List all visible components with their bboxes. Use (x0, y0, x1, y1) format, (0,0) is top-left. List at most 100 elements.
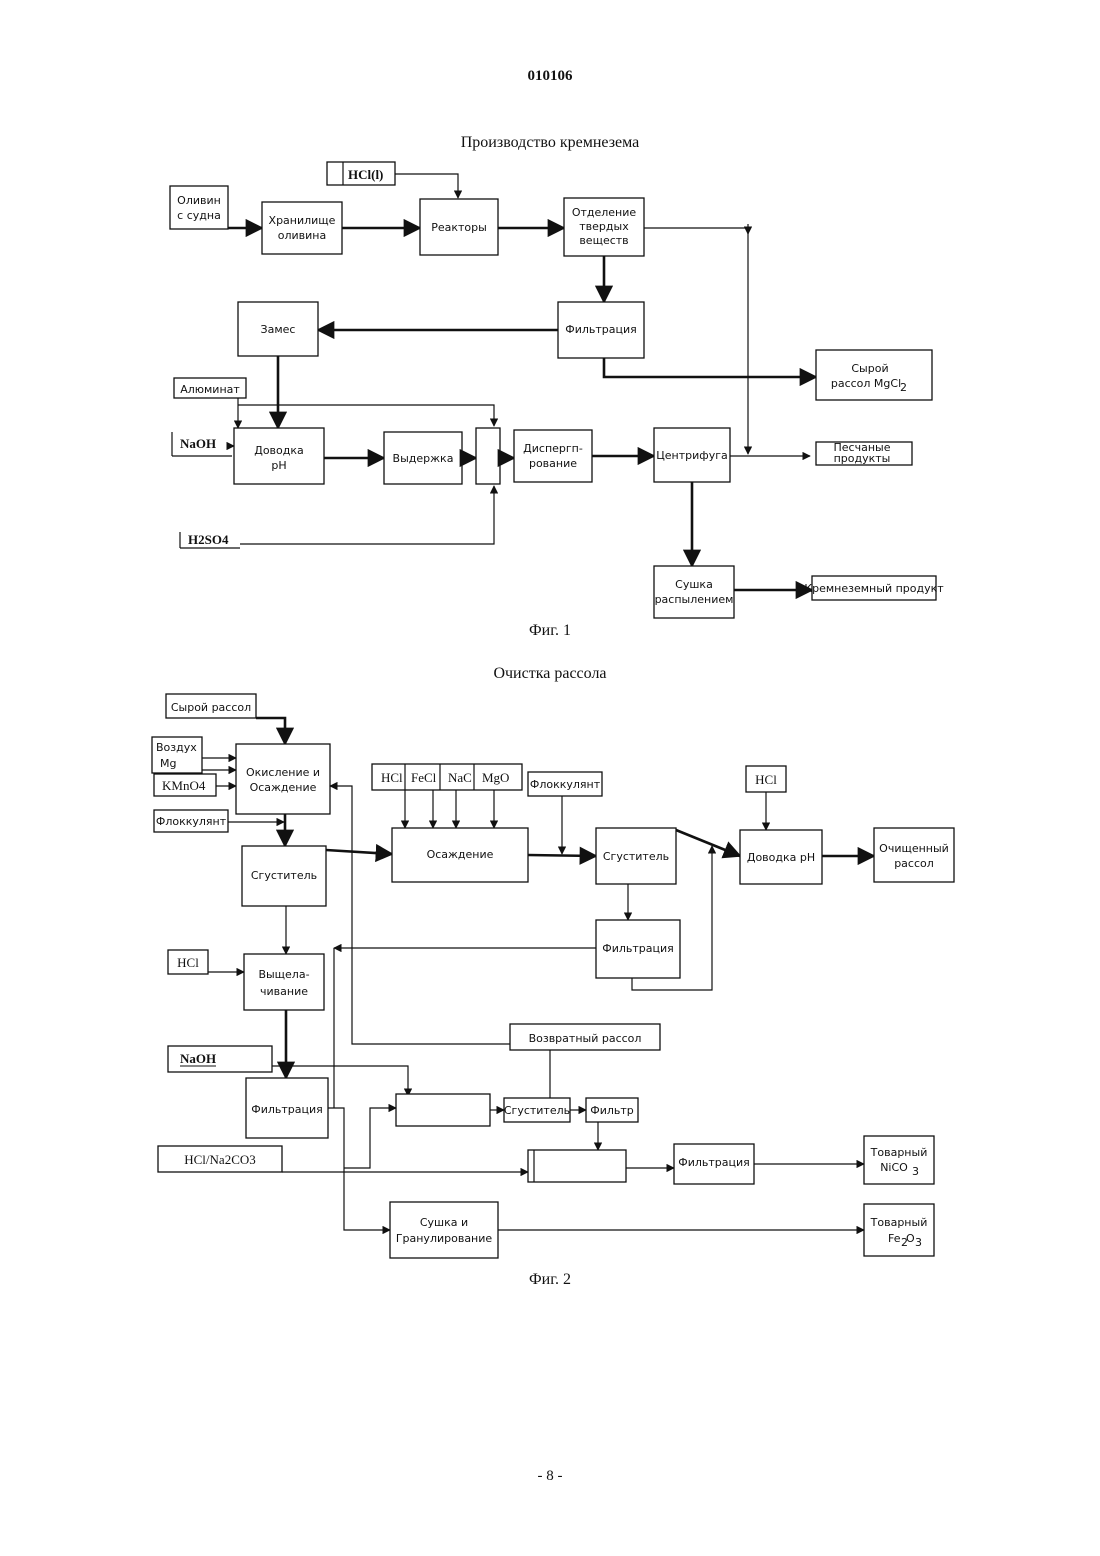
svg-text:продукты: продукты (834, 452, 891, 465)
figure-2-diagram: Сырой рассол Воздух Mg KMnO4 Флоккулянт … (152, 694, 954, 1258)
fig1-filtration-box: Фильтрация (558, 302, 644, 358)
svg-text:Сырой: Сырой (851, 362, 888, 375)
fig2-hcl-top-input: HCl (746, 766, 786, 792)
svg-text:Диспергп-: Диспергп- (523, 442, 583, 455)
fig2-filtration-right-box: Фильтрация (674, 1144, 754, 1184)
svg-text:Сушка и: Сушка и (420, 1216, 468, 1229)
svg-text:Алюминат: Алюминат (180, 383, 240, 396)
fig2-ph-adjust-box: Доводка pH (740, 830, 822, 884)
fig1-solids-separation-box: Отделение твердых веществ (564, 198, 644, 256)
svg-text:MgO: MgO (482, 770, 509, 785)
svg-text:Фильтрация: Фильтрация (565, 323, 637, 336)
fig2-filter-small-box: Фильтр (586, 1098, 638, 1122)
fig1-dispersion-box: Диспергп- рование (514, 430, 592, 482)
fig1-centrifuge-box: Центрифуга (654, 428, 730, 482)
fig1-mixer-node (476, 428, 500, 484)
svg-text:Сгуститель: Сгуститель (603, 850, 669, 863)
svg-text:Доводка pH: Доводка pH (747, 851, 815, 864)
svg-text:чивание: чивание (260, 985, 308, 998)
fig2-naoh-input: NaOH (168, 1046, 272, 1072)
fig1-mixing-box: Замес (238, 302, 318, 356)
svg-text:NaOH: NaOH (180, 436, 216, 451)
fig1-raw-brine-box: Сырой рассол MgCl 2 (816, 350, 932, 400)
svg-text:Хранилище: Хранилище (269, 214, 336, 227)
svg-text:Оливин: Оливин (177, 194, 221, 207)
svg-text:веществ: веществ (579, 234, 628, 247)
fig2-filtration-mid-box: Фильтрация (596, 920, 680, 978)
svg-text:HCl: HCl (755, 772, 777, 787)
svg-text:Гранулирование: Гранулирование (396, 1232, 493, 1245)
svg-text:HCl(l): HCl(l) (348, 167, 383, 182)
fig2-purified-brine-box: Очищенный рассол (874, 828, 954, 882)
fig1-naoh-input: NaOH (172, 432, 232, 456)
svg-text:3: 3 (915, 1236, 922, 1249)
fig2-flocculant-top-input: Флоккулянт (528, 772, 602, 796)
fig2-raw-brine-input: Сырой рассол (166, 694, 256, 718)
svg-text:Кремнеземный продукт: Кремнеземный продукт (804, 582, 944, 595)
figure-1-diagram: HCl(l) Оливин с судна Хранилище оливина … (170, 162, 944, 618)
svg-text:Замес: Замес (261, 323, 296, 336)
fig2-oxidation-box: Окисление и Осаждение (236, 744, 330, 814)
svg-text:Mg: Mg (160, 757, 176, 770)
fig1-hcl-input: HCl(l) (327, 162, 395, 185)
svg-text:HCl: HCl (177, 955, 199, 970)
svg-text:оливина: оливина (278, 229, 326, 242)
fig1-spray-drying-box: Сушка распылением (654, 566, 734, 618)
svg-text:Осаждение: Осаждение (427, 848, 494, 861)
fig2-reagent-group-input: HCl FeCl NaC MgO (372, 764, 522, 790)
svg-text:Отделение: Отделение (572, 206, 637, 219)
svg-text:Выщела-: Выщела- (258, 968, 309, 981)
fig2-hcl-left-input: HCl (168, 950, 208, 974)
svg-text:Сушка: Сушка (675, 578, 713, 591)
svg-text:Сгуститель: Сгуститель (504, 1104, 570, 1117)
svg-text:с судна: с судна (177, 209, 221, 222)
fig1-aging-box: Выдержка (384, 432, 462, 484)
svg-text:Фильтр: Фильтр (590, 1104, 634, 1117)
svg-text:NiCO: NiCO (880, 1161, 908, 1174)
svg-text:Реакторы: Реакторы (431, 221, 487, 234)
fig2-leaching-box: Выщела- чивание (244, 954, 324, 1010)
svg-text:рассол MgCl: рассол MgCl (831, 377, 901, 390)
svg-text:распылением: распылением (655, 593, 734, 606)
svg-text:NaOH: NaOH (180, 1051, 216, 1066)
svg-text:Возвратный рассол: Возвратный рассол (529, 1032, 642, 1045)
svg-text:H2SO4: H2SO4 (188, 532, 229, 547)
fig1-h2so4-input: H2SO4 (180, 532, 240, 548)
svg-text:HCl: HCl (381, 770, 403, 785)
svg-text:Воздух: Воздух (156, 741, 197, 754)
fig1-aluminate-input: Алюминат (174, 378, 246, 398)
svg-text:Фильтрация: Фильтрация (678, 1156, 750, 1169)
svg-text:Флоккулянт: Флоккулянт (156, 815, 227, 828)
svg-text:Доводка: Доводка (254, 444, 304, 457)
svg-text:Очищенный: Очищенный (879, 842, 949, 855)
svg-text:твердых: твердых (579, 220, 629, 233)
svg-text:pH: pH (271, 459, 286, 472)
svg-text:Фильтрация: Фильтрация (251, 1103, 323, 1116)
fig1-olivine-ship-box: Оливин с судна (170, 186, 228, 229)
fig2-return-brine-input: Возвратный рассол (510, 1024, 660, 1050)
svg-text:Флоккулянт: Флоккулянт (530, 778, 601, 791)
fig2-kmno4-input: KMnO4 (154, 774, 216, 796)
fig2-fe2o3-box: Товарный Fe 2 O 3 (864, 1204, 934, 1256)
svg-text:Сгуститель: Сгуститель (251, 869, 317, 882)
fig2-flocculant-left-input: Флоккулянт (154, 810, 228, 832)
svg-text:Фильтрация: Фильтрация (602, 942, 674, 955)
fig2-filtration-left-box: Фильтрация (246, 1078, 328, 1138)
svg-text:KMnO4: KMnO4 (162, 778, 206, 793)
fig2-thickener-mid-box: Сгуститель (596, 828, 676, 884)
fig2-hcl-na2co3-input: HCl/Na2CO3 (158, 1146, 282, 1172)
svg-text:2: 2 (900, 381, 907, 394)
fig2-thickener-small-box: Сгуститель (504, 1098, 570, 1122)
fig2-air-mg-input: Воздух Mg (152, 737, 202, 773)
fig2-unlabeled-box (396, 1094, 490, 1126)
svg-text:Товарный: Товарный (870, 1216, 928, 1229)
svg-text:FeCl: FeCl (411, 770, 437, 785)
fig1-sand-products-box: Песчаные продукты (816, 441, 912, 465)
svg-text:HCl/Na2CO3: HCl/Na2CO3 (184, 1152, 256, 1167)
svg-text:Товарный: Товарный (870, 1146, 928, 1159)
svg-text:рование: рование (529, 457, 577, 470)
svg-text:рассол: рассол (894, 857, 934, 870)
fig2-mixer-node (528, 1150, 626, 1182)
svg-text:Центрифуга: Центрифуга (656, 449, 727, 462)
